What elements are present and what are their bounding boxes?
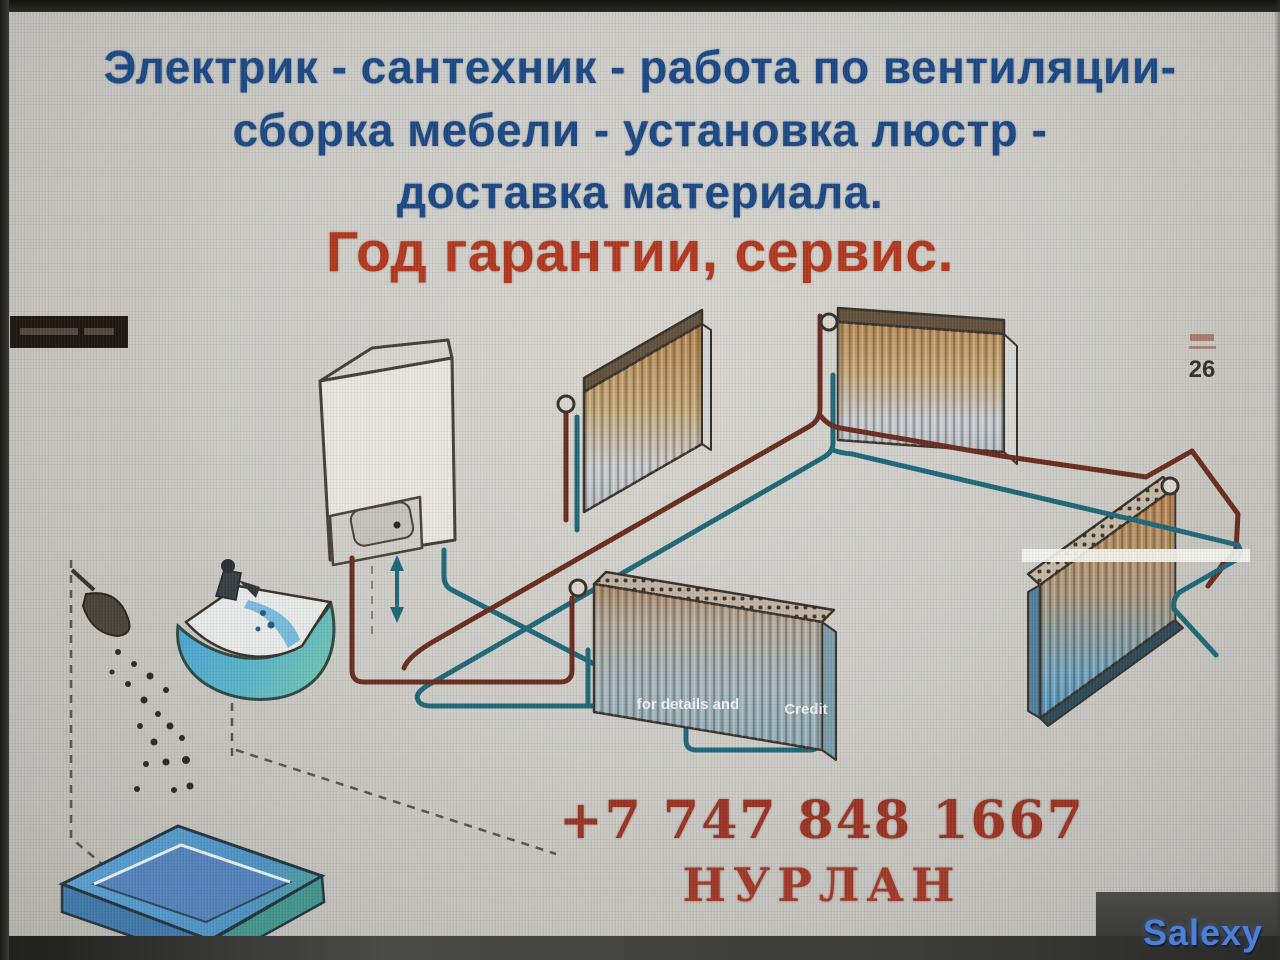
photo-dark-top-edge bbox=[0, 0, 1280, 12]
stock-watermark-right: Credit bbox=[784, 701, 827, 718]
label-bar bbox=[10, 316, 128, 348]
sink-icon bbox=[176, 559, 336, 701]
photo-dark-left-edge bbox=[0, 0, 9, 960]
corner-number-label: 26 bbox=[1189, 334, 1216, 383]
stock-watermark-left: for details and bbox=[637, 696, 740, 713]
contact-name: НУРЛАН bbox=[682, 858, 962, 912]
headline-line-2: сборка мебели - установка люстр - bbox=[232, 104, 1048, 156]
radiator-top-right bbox=[836, 306, 1018, 465]
headline-line-1: Электрик - сантехник - работа по вентиля… bbox=[103, 41, 1177, 93]
supply-pipes bbox=[349, 313, 1241, 685]
dashed-guides bbox=[69, 560, 557, 865]
boiler-icon bbox=[318, 338, 457, 567]
headline-line-3: доставка материала. bbox=[396, 166, 884, 218]
flow-arrow-icon bbox=[390, 555, 404, 623]
radiator-bottom-middle: for details and Credit bbox=[592, 570, 837, 761]
phone-number: +7 747 848 1667 bbox=[559, 790, 1085, 851]
svg-text:26: 26 bbox=[1189, 356, 1216, 383]
guarantee-line: Год гарантии, сервис. bbox=[326, 220, 954, 284]
photo-glare-band bbox=[1022, 549, 1250, 562]
salexy-watermark: Salexy bbox=[1142, 912, 1264, 953]
photo-dark-bottom-edge bbox=[0, 936, 1280, 960]
pipe-valves bbox=[556, 312, 1180, 598]
radiator-top-middle bbox=[582, 308, 712, 514]
photo-dark-right-edge bbox=[1274, 0, 1280, 960]
shower-head-icon bbox=[70, 568, 194, 793]
